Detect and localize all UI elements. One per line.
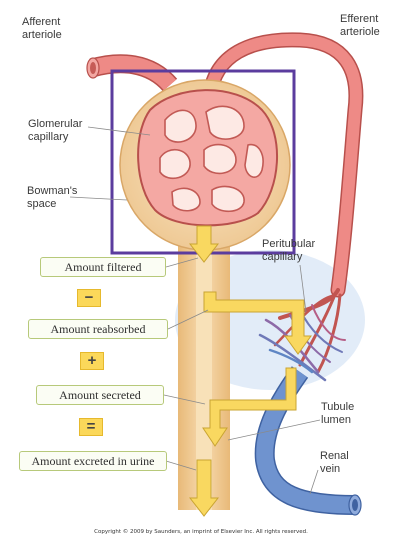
renal-label-line1: Renal <box>320 450 349 462</box>
afferent-label-line2: arteriole <box>22 29 62 41</box>
tubule-label-line2: lumen <box>321 414 351 426</box>
flow-arrows <box>188 225 312 517</box>
filtration-arrow <box>188 225 220 263</box>
renal-label-line2: vein <box>320 463 341 475</box>
reabsorption-arrow <box>203 291 312 355</box>
plus-operator: + <box>80 352 104 370</box>
bowmans-label-line2: space <box>27 198 57 210</box>
amount-excreted-box: Amount excreted in urine <box>19 451 167 471</box>
peritubular-capillary-label: Peritubular capillary <box>262 238 315 264</box>
renal-vein-label: Renal vein <box>320 450 349 476</box>
minus-operator: − <box>77 289 101 307</box>
secretion-arrow <box>202 367 297 447</box>
amount-filtered-box: Amount filtered <box>40 257 166 277</box>
copyright-notice: Copyright © 2009 by Saunders, an imprint… <box>94 529 308 535</box>
peritubular-label-line1: Peritubular <box>262 238 316 250</box>
equals-operator: = <box>79 418 103 436</box>
bowmans-space-label: Bowman's space <box>27 185 77 211</box>
amount-secreted-box: Amount secreted <box>36 385 164 405</box>
leader-lines <box>69 126 321 495</box>
peritubular-label-line2: capillary <box>262 251 303 263</box>
afferent-arteriole-label: Afferent arteriole <box>22 16 62 42</box>
excretion-arrow <box>188 459 220 517</box>
glomerular-capillary-label: Glomerular capillary <box>28 118 82 144</box>
glomerular-label-line2: capillary <box>28 131 69 143</box>
glomerular-label-line1: Glomerular <box>28 118 83 130</box>
bowmans-label-line1: Bowman's <box>27 185 78 197</box>
efferent-label-line1: Efferent <box>340 13 379 25</box>
afferent-label-line1: Afferent <box>22 16 61 28</box>
glomerular-capillary-tuft <box>137 89 278 227</box>
amount-reabsorbed-box: Amount reabsorbed <box>28 319 168 339</box>
tubule-label-line1: Tubule <box>321 401 355 413</box>
efferent-arteriole-label: Efferent arteriole <box>340 13 380 39</box>
tubule-lumen-label: Tubule lumen <box>321 401 354 427</box>
efferent-label-line2: arteriole <box>340 26 380 38</box>
